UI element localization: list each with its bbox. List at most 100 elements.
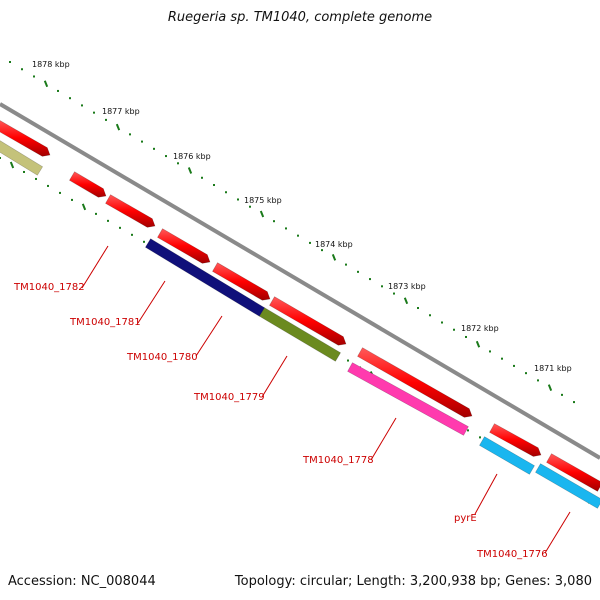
kbp-tick xyxy=(403,297,409,305)
tick-dot xyxy=(177,162,179,165)
kbp-label: 1874 kbp xyxy=(315,240,353,249)
tick-dot xyxy=(249,205,251,208)
tick-dot xyxy=(213,184,215,187)
inner-tick-dot xyxy=(347,359,349,362)
tick-dot xyxy=(309,241,311,244)
label-leader-line xyxy=(474,473,498,515)
forward-cds-5 xyxy=(212,262,271,301)
tick-dot xyxy=(129,133,131,136)
kbp-label: 1872 kbp xyxy=(461,324,499,333)
tick-dot xyxy=(225,191,227,194)
gene-feature-olive-light xyxy=(0,140,44,176)
map-title: Ruegeria sp. TM1040, complete genome xyxy=(167,10,433,25)
feature-track xyxy=(0,120,600,509)
tick-dot xyxy=(285,227,287,230)
tick-dot xyxy=(393,292,395,295)
label-leader-line xyxy=(261,355,288,398)
tick-dot xyxy=(153,147,155,150)
tick-dot xyxy=(81,104,83,107)
gene-label: TM1040_1782 xyxy=(13,282,85,293)
inner-tick-dot xyxy=(119,226,121,229)
gene-feature-magenta xyxy=(347,362,469,436)
tick-dot xyxy=(201,176,203,179)
kbp-label: 1876 kbp xyxy=(173,152,211,161)
tick-dot xyxy=(501,357,503,360)
forward-cds-7 xyxy=(357,347,473,418)
tick-dot xyxy=(441,321,443,324)
tick-dot xyxy=(453,328,455,331)
label-leader-lines xyxy=(81,245,571,554)
accession-text: Accession: NC_008044 xyxy=(8,574,156,589)
kbp-tick xyxy=(547,384,553,391)
gene-label: pyrE xyxy=(454,513,477,524)
inner-tick-dot xyxy=(35,177,37,180)
inner-tick-dot xyxy=(0,157,1,159)
tick-dot xyxy=(69,97,71,100)
outer-tick-track xyxy=(9,61,575,404)
tick-dot xyxy=(21,68,23,71)
inner-kbp-tick xyxy=(9,161,15,169)
tick-dot xyxy=(489,350,491,353)
tick-dot xyxy=(57,89,59,92)
forward-cds-8 xyxy=(489,423,542,457)
kbp-label-group: 1878 kbp 1877 kbp 1876 kbp 1875 kbp 1874 kbp… xyxy=(32,60,572,373)
tick-dot xyxy=(537,379,539,382)
label-leader-line xyxy=(137,280,166,324)
inner-tick-dot xyxy=(131,233,133,236)
kbp-tick xyxy=(259,210,265,218)
kbp-label: 1871 kbp xyxy=(534,364,572,373)
tick-dot xyxy=(513,364,515,367)
tick-dot xyxy=(417,307,419,310)
kbp-label: 1878 kbp xyxy=(32,60,70,69)
gene-label: TM1040_1780 xyxy=(126,352,198,363)
tick-dot xyxy=(33,75,35,78)
label-leader-line xyxy=(81,245,109,289)
gene-feature-olive-dark xyxy=(259,307,341,362)
genome-summary-text: Topology: circular; Length: 3,200,938 bp… xyxy=(234,574,592,589)
tick-dot xyxy=(465,335,467,338)
tick-dot xyxy=(525,372,527,375)
kbp-tick xyxy=(43,80,49,88)
inner-tick-dot xyxy=(95,212,97,215)
gene-label-group: TM1040_1782TM1040_1781TM1040_1780TM1040_… xyxy=(13,282,548,560)
tick-dot xyxy=(381,285,383,288)
inner-tick-dot xyxy=(143,240,145,243)
gene-label: TM1040_1781 xyxy=(69,317,141,328)
tick-dot xyxy=(369,278,371,281)
kbp-label: 1877 kbp xyxy=(102,107,140,116)
gene-label: TM1040_1776 xyxy=(476,549,548,560)
kbp-tick xyxy=(475,340,481,348)
tick-dot xyxy=(9,61,11,63)
kbp-label: 1873 kbp xyxy=(388,282,426,291)
label-leader-line xyxy=(544,511,571,554)
label-leader-line xyxy=(195,315,223,357)
tick-dot xyxy=(321,249,323,252)
kbp-tick xyxy=(331,254,337,261)
tick-dot xyxy=(105,118,107,121)
genome-backbone xyxy=(0,102,600,460)
inner-tick-dot xyxy=(467,429,469,432)
kbp-tick xyxy=(187,167,193,174)
backbone-line xyxy=(0,102,600,460)
inner-tick-dot xyxy=(23,170,25,173)
tick-dot xyxy=(273,220,275,223)
forward-cds-1 xyxy=(0,120,51,157)
inner-tick-dot xyxy=(107,219,109,222)
kbp-label: 1875 kbp xyxy=(244,196,282,205)
inner-kbp-tick xyxy=(81,203,87,211)
tick-dot xyxy=(165,155,167,158)
kbp-tick xyxy=(115,123,121,131)
tick-dot xyxy=(561,393,563,396)
forward-cds-6 xyxy=(269,296,347,346)
inner-tick-dot xyxy=(479,436,481,439)
gene-label: TM1040_1778 xyxy=(302,455,374,466)
tick-dot xyxy=(93,111,95,114)
tick-dot xyxy=(345,263,347,266)
tick-dot xyxy=(297,234,299,237)
inner-tick-dot xyxy=(47,184,49,187)
gene-label: TM1040_1779 xyxy=(193,392,265,403)
forward-cds-3 xyxy=(105,194,156,228)
tick-dot xyxy=(237,198,239,201)
gene-feature-cyan-2 xyxy=(535,463,600,509)
